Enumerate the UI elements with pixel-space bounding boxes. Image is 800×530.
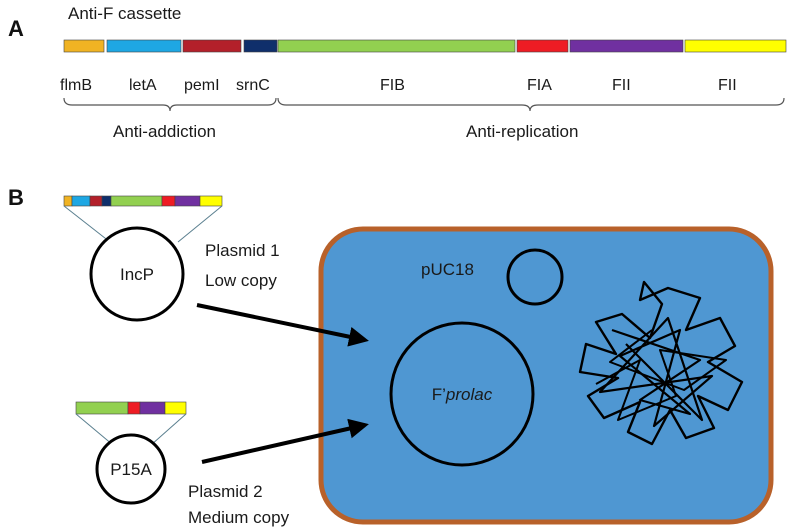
plasmid-p15a-label: P15A <box>110 460 152 479</box>
plasmid-incp-label: IncP <box>120 265 154 284</box>
gene-label-pemI: pemI <box>184 77 220 94</box>
anti-addiction-brace <box>63 97 277 112</box>
plasmid1-copy: Low copy <box>205 271 277 290</box>
f-prolac-label: F’prolac <box>432 385 493 404</box>
segment-FII-yellow <box>684 39 787 53</box>
segment-FII-purple <box>569 39 684 53</box>
segment-pemI <box>182 39 242 53</box>
plasmid2-title: Plasmid 2 <box>188 482 263 501</box>
cassette-title: Anti-F cassette <box>68 4 181 23</box>
gene-label-srnC: srnC <box>236 77 270 94</box>
plasmid-incp <box>89 226 185 322</box>
chromosome <box>578 280 744 446</box>
gene-label-FIA: FIA <box>527 77 552 94</box>
segment-flmB <box>63 39 105 53</box>
segment-srnC <box>243 39 278 53</box>
gene-label-FII-a: FII <box>612 77 631 94</box>
f-prolac-prefix: F’ <box>432 385 446 404</box>
mini-cassette-1 <box>63 195 223 207</box>
chromosome-extra <box>595 329 727 421</box>
gene-label-FII-b: FII <box>718 77 737 94</box>
arrow-plasmid1-into-cell <box>196 303 369 347</box>
segment-letA <box>106 39 182 53</box>
chromosome-loops <box>598 316 714 428</box>
gene-label-flmB: flmB <box>60 77 92 94</box>
plasmid1-title: Plasmid 1 <box>205 241 280 260</box>
anti-replication-label: Anti-replication <box>466 122 578 141</box>
arrow-plasmid2-into-cell <box>201 418 369 464</box>
plasmid-p15a <box>95 433 167 505</box>
anti-replication-brace <box>277 97 785 112</box>
gene-label-letA: letA <box>129 77 157 94</box>
mini-cassette-2 <box>75 401 187 415</box>
gene-label-FIB: FIB <box>380 77 405 94</box>
gene-labels: flmB letA pemI srnC FIB FIA FII FII <box>60 77 737 94</box>
panel-b-letter: B <box>8 185 24 210</box>
puc18-label: pUC18 <box>421 260 474 279</box>
anti-addiction-label: Anti-addiction <box>113 122 216 141</box>
f-prolac-italic: prolac <box>445 385 493 404</box>
puc18-plasmid <box>506 248 564 306</box>
f-prolac-plasmid <box>389 321 535 467</box>
panel-a-letter: A <box>8 16 24 41</box>
cassette-bar <box>63 39 787 53</box>
plasmid2-copy: Medium copy <box>188 508 290 527</box>
segment-FIA <box>516 39 569 53</box>
segment-FIB <box>277 39 516 53</box>
bacterial-cell <box>318 226 774 525</box>
